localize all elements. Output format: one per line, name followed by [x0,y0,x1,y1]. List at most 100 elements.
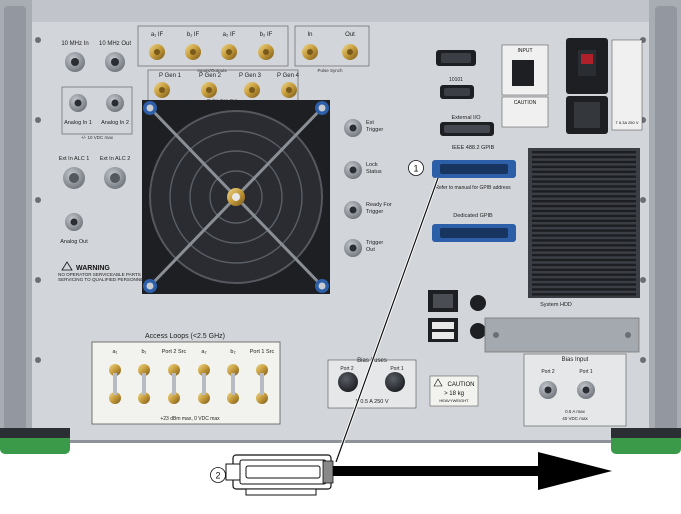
weight-sub: HEAVYWEIGHT [439,398,469,403]
vent-slit [532,268,636,271]
loop-label-b1: b₁ [142,349,147,355]
loop-sma-connector [256,364,268,376]
vent-slit [532,253,636,257]
loop-label-a2: a₂ [201,349,206,355]
vent-slit [532,283,636,286]
analog-in-2-label: Analog In 2 [101,120,129,126]
power-input-label: INPUT [518,48,533,54]
vent-slit [532,219,636,222]
if-label-b1: b₁ IF [187,32,200,38]
gpib-cable-illustration [225,452,612,496]
loop-jumper [260,373,264,395]
loop-jumper [202,373,206,395]
pulse-synch-out-label: Out [345,32,355,38]
vent-slit [532,263,636,267]
loop-sma-connector [109,364,121,376]
bias-fuse-port2-label: Port 2 [340,366,354,372]
bias-input-title: Bias Input [562,357,589,363]
pulse-synch-group-label: Pulse Synch [317,68,343,73]
analog-in-note: +/- 10 VDC max [81,135,114,140]
loop-sma-connector [138,364,150,376]
bias-input-note2: 40 VDC max [562,416,588,421]
dedicated-gpib-label: Dedicated GPIB [453,213,493,219]
ext-alc-1-label: Ext In ALC 1 [59,156,90,162]
vent-slit [532,249,636,252]
loop-sma-connector [109,392,121,404]
ext-alc-2-label: Ext In ALC 2 [100,156,131,162]
loop-label-b2: b₂ [230,349,235,355]
pgen3-label: P Gen 3 [239,73,262,79]
loop-label-a1: a₁ [113,349,118,355]
gpib-note: Refer to manual for GPIB address [435,185,511,191]
bias-input-port2-label: Port 2 [541,369,555,375]
bias-fuses-rating: F 0.5 A 250 V [355,399,388,405]
power-fuse-label: T 6.3A 250 V [615,120,638,125]
access-loops-panel: Access Loops (<2.5 GHz) a₁ b₁ Port 2 Src… [91,333,281,425]
vent-slit [532,214,636,218]
power-entry-module: INPUT CAUTION T 6.3A 250 V [501,38,643,134]
loop-sma-connector [198,392,210,404]
vent-slit [532,170,636,173]
vent-slit [532,151,636,154]
weight-caution-title: CAUTION [448,382,475,388]
callout-1-number: 1 [413,164,418,174]
loop-sma-connector [138,392,150,404]
vent-slit [532,185,636,188]
pgen2-label: P Gen 2 [199,73,222,79]
bias-input-note1: 0.5 A max [565,409,586,414]
loop-connectors [109,364,268,404]
pgen4-label: P Gen 4 [277,73,300,79]
analog-in-connectors: Analog In 1 Analog In 2 +/- 10 VDC max [61,86,133,140]
vent-slit [532,200,636,203]
gpib-label: IEEE 488.2 GPIB [452,145,495,151]
warning-text: NO OPERATOR SERVICEABLE PARTS INSIDE. RE… [58,272,176,283]
lock-status-label: Lock Status [366,162,382,175]
vent-slit [532,244,636,247]
analog-in-1-label: Analog In 1 [64,120,92,126]
loop-jumper [172,373,176,395]
vent-slit [532,224,636,227]
trigger-out-label: Trigger Out [366,240,384,253]
vent-slit [532,293,636,296]
vent-slit [532,195,636,198]
vent-slit [532,209,636,213]
weight-value: > 18 kg [444,391,464,397]
access-loops-note: +23 dBm max, 0 VDC max [160,416,220,422]
if-label-a1: a₁ IF [151,32,164,38]
bias-fuse-port1-label: Port 1 [390,366,404,372]
analog-out-label: Analog Out [60,239,88,245]
callout-1: 1 [334,160,440,463]
warning-label: WARNING NO OPERATOR SERVICEABLE PARTS IN… [58,261,176,283]
vent-slit [532,234,636,237]
vent-slit [532,175,636,178]
bias-fuses-panel: Bias Fuses Port 2 Port 1 F 0.5 A 250 V [327,358,417,409]
vent-slit [532,239,636,242]
access-loops-title: Access Loops (<2.5 GHz) [145,333,225,340]
rubber-feet [0,428,681,454]
vent-grille [528,148,640,298]
loop-sma-connector [227,392,239,404]
vent-slit [532,165,636,169]
bias-input-panel: Bias Input Port 2 Port 1 0.5 A max 40 VD… [523,353,627,427]
if-label-b2: b₂ IF [260,32,273,38]
if-inputs-outputs: a₁ IF b₁ IF a₂ IF b₂ IF Inputs/Outputs [137,25,289,73]
callout-2-number: 2 [215,471,220,481]
loop-sma-connector [168,392,180,404]
analog-out-connector: Analog Out [60,213,88,245]
serial-label: 10101 [449,77,463,83]
vent-slit [532,273,636,276]
loop-jumper [113,373,117,395]
external-io-label: External I/O [451,115,481,121]
if-label-a2: a₂ IF [223,32,236,38]
system-hdd-label: System HDD [540,302,572,308]
loop-sma-connector [168,364,180,376]
ref-10mhz-in-label: 10 MHz In [61,41,88,47]
loop-label-port2src: Port 2 Src [162,349,187,355]
warning-title: WARNING [76,265,110,272]
ready-for-trigger-label: Ready For Trigger [366,202,392,215]
ext-trigger-label: Ext Trigger [366,120,384,133]
ref-10mhz-out-label: 10 MHz Out [99,41,131,47]
cooling-fan [142,100,330,294]
trigger-connectors: Ext Trigger Lock Status Ready For Trigge… [344,119,392,257]
pulse-synch-connectors: In Out Pulse Synch [294,25,370,73]
